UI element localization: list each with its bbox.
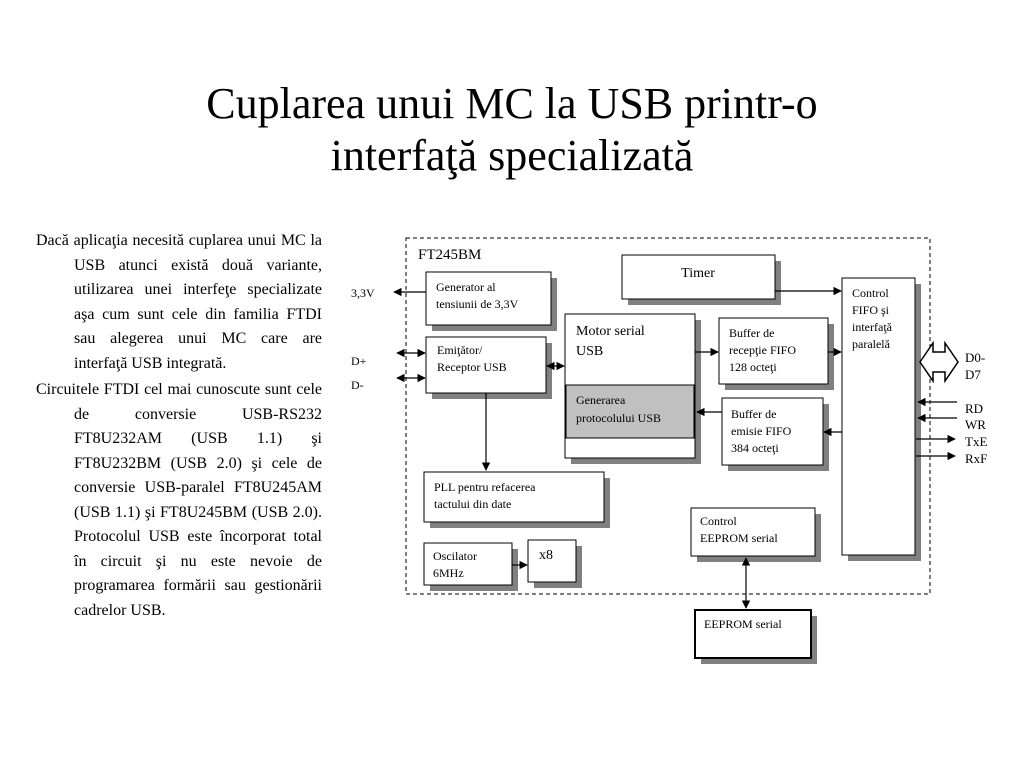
oscilator-label-1: Oscilator [433, 549, 477, 563]
buffer-rx-label-1: Buffer de [729, 326, 774, 340]
control-eeprom-label-1: Control [700, 514, 737, 528]
generarea-block [565, 384, 695, 439]
pin-d7-label: D7 [965, 367, 981, 382]
pll-label-2: tactului din date [434, 497, 511, 511]
control-fifo-label-1: Control [852, 286, 889, 300]
control-eeprom-block: Control EEPROM serial [690, 507, 821, 562]
pin-wr-label: WR [965, 417, 986, 432]
body-text: Dacă aplicaţia necesită cuplarea unui MC… [36, 229, 322, 623]
pll-label-1: PLL pentru refacerea [434, 480, 536, 494]
pin-dplus-label: D+ [351, 354, 367, 368]
timer-block: Timer [621, 254, 781, 305]
eeprom-block: EEPROM serial [694, 609, 817, 664]
chip-boundary [405, 237, 931, 595]
timer-label: Timer [681, 266, 715, 281]
buffer-rx-label-3: 128 octeţi [729, 360, 777, 374]
generator-label-2: tensiunii de 3,3V [436, 297, 519, 311]
generarea-label-1: Generarea [576, 393, 626, 407]
paragraph-2: Circuitele FTDI cel mai cunoscute sunt c… [36, 381, 322, 619]
buffer-rx-block: Buffer de recepţie FIFO 128 octeţi [718, 317, 834, 390]
motor-block: Motor serial USB Generarea protocolului … [564, 313, 701, 464]
motor-label-2: USB [576, 344, 603, 359]
chip-label: FT245BM [418, 247, 481, 263]
oscilator-label-2: 6MHz [433, 566, 464, 580]
pin-txe-label: TxE [965, 434, 987, 449]
emitator-block: Emiţător/ Receptor USB [425, 336, 552, 399]
paragraph-1: Dacă aplicaţia necesită cuplarea unui MC… [36, 232, 322, 372]
generarea-label-2: protocolului USB [576, 411, 661, 425]
data-bus-arrow [919, 340, 959, 384]
control-eeprom-label-2: EEPROM serial [700, 531, 778, 545]
x8-block: x8 [527, 539, 582, 588]
pll-block: PLL pentru refacerea tactului din date [423, 471, 610, 528]
motor-label-1: Motor serial [576, 324, 645, 339]
control-fifo-label-3: interfaţă [852, 320, 893, 334]
buffer-tx-block: Buffer de emisie FIFO 384 octeţi [721, 397, 829, 471]
generator-label-1: Generator al [436, 280, 496, 294]
oscilator-block: Oscilator 6MHz [423, 542, 518, 591]
connections [393, 286, 959, 609]
x8-label: x8 [539, 548, 553, 563]
buffer-tx-label-2: emisie FIFO [731, 424, 792, 438]
eeprom-label: EEPROM serial [704, 617, 782, 631]
slide-title-line-2: interfaţă specializată [330, 131, 694, 180]
emitator-label-1: Emiţător/ [437, 343, 483, 357]
slide-title-line-1: Cuplarea unui MC la USB printr-o [206, 79, 818, 128]
control-fifo-block: Control FIFO şi interfaţă paralelă [841, 277, 921, 561]
buffer-tx-label-3: 384 octeţi [731, 441, 779, 455]
control-fifo-label-4: paralelă [852, 337, 891, 351]
pin-d0-label: D0- [965, 350, 985, 365]
pin-rxf-label: RxF [965, 451, 987, 466]
slide-title: Cuplarea unui MC la USB printr-o interfa… [0, 78, 1024, 182]
control-fifo-label-2: FIFO şi [852, 303, 890, 317]
emitator-label-2: Receptor USB [437, 360, 507, 374]
pin-3v3-label: 3,3V [351, 286, 375, 300]
generator-block: Generator al tensiunii de 3,3V [425, 271, 557, 331]
pin-dminus-label: D- [351, 378, 364, 392]
buffer-rx-label-2: recepţie FIFO [729, 343, 796, 357]
buffer-tx-label-1: Buffer de [731, 407, 776, 421]
pin-rd-label: RD [965, 401, 983, 416]
